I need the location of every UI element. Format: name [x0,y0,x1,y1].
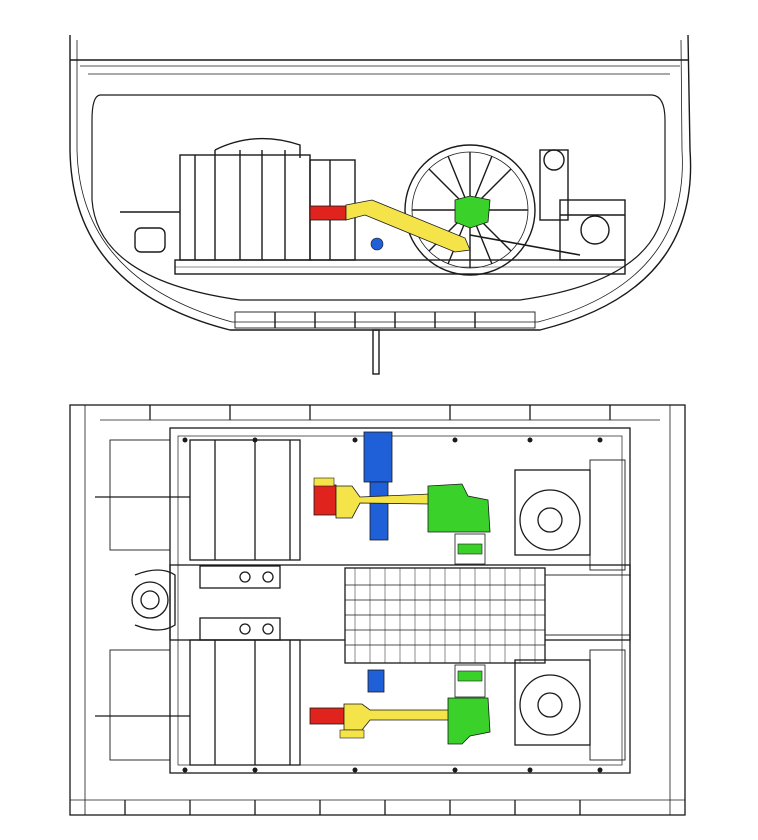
cylinder-upper-plan [313,484,337,516]
plan-view-highlights [309,431,491,745]
hull-outline [69,34,692,331]
drum-housing [179,154,311,261]
side-elevation-highlights [309,195,581,256]
plan-view [69,404,686,816]
drum-lower-plan [189,639,301,766]
flywheel [404,144,536,276]
flywheel-upper-plan [519,489,581,551]
shaft-column-side [370,237,384,251]
cylinder-lower-plan [309,707,345,725]
plan-outer-frame [69,404,686,816]
flywheel-lower-plan [519,674,581,736]
engine-room-outline [91,94,666,301]
cylinder-side [309,205,347,221]
hull-inner-outline [76,39,683,323]
crank-side [454,195,491,229]
crank-lower-plan [447,697,491,745]
crank-upper-plan [427,483,491,533]
connecting-rod-side [345,199,471,253]
keel-post [372,329,380,375]
drum-upper-plan [189,439,301,561]
shaft-column-plan [363,431,393,483]
crosshead-lower-plan [343,703,453,731]
